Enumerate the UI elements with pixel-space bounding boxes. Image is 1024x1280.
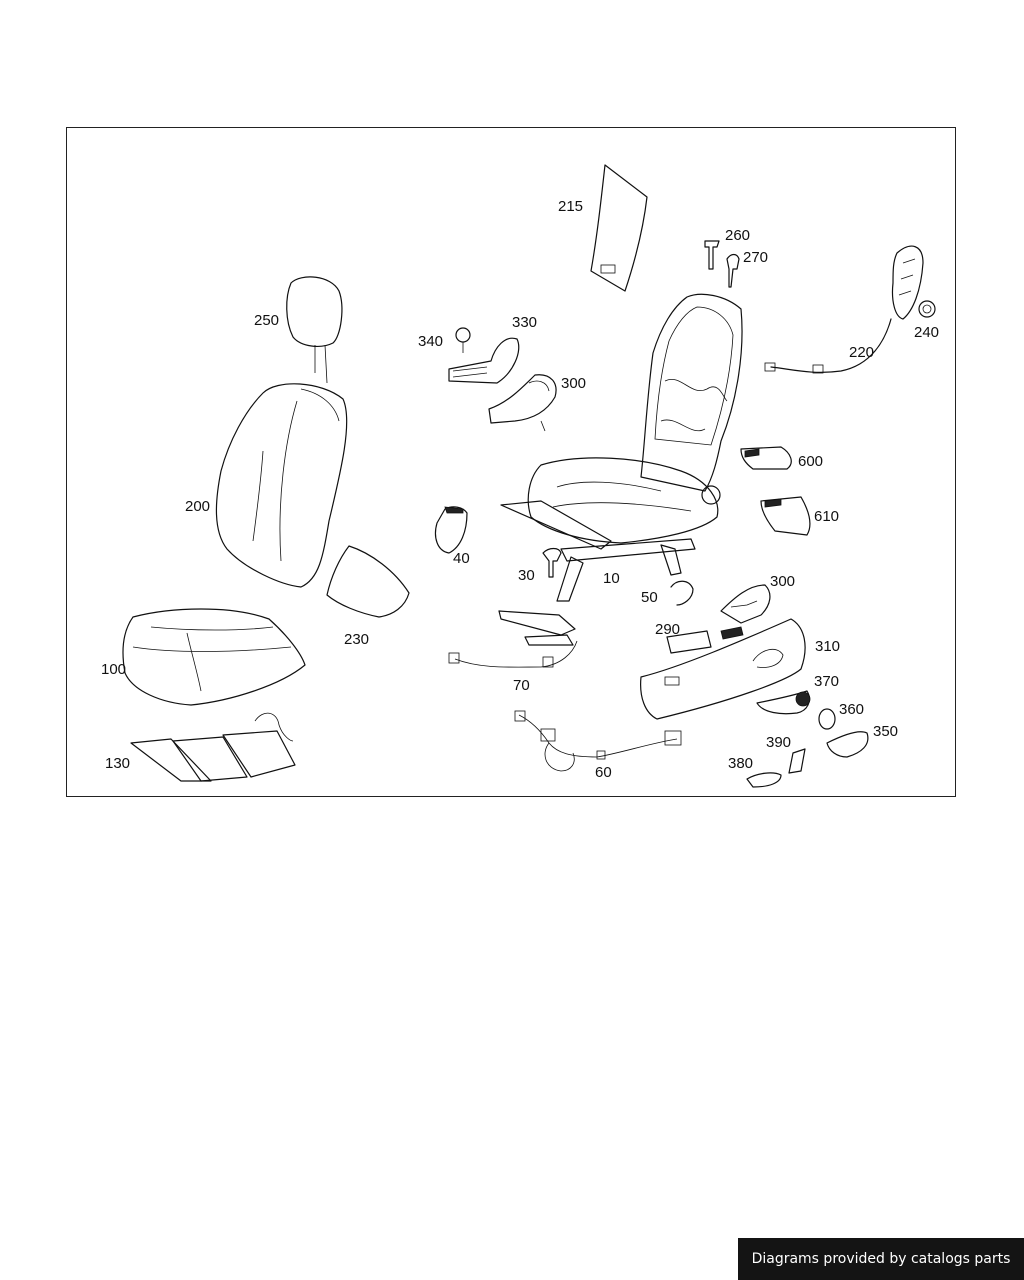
- cover-300-lower: [720, 584, 771, 624]
- callout-600: 600: [798, 453, 823, 470]
- callout-215: 215: [558, 198, 583, 215]
- callout-300-lower: 300: [770, 573, 795, 590]
- callout-340: 340: [418, 333, 443, 350]
- wire-harness-60: [514, 710, 682, 772]
- switch-290: [666, 626, 744, 654]
- headrest-guide-270: [726, 253, 740, 288]
- headrest-guide-260: [704, 240, 720, 270]
- callout-300-upper: 300: [561, 375, 586, 392]
- seat-frame: [500, 293, 743, 602]
- knob-370: [756, 690, 811, 715]
- callout-40: 40: [453, 550, 470, 567]
- nut-240: [918, 300, 936, 318]
- callout-240: 240: [914, 324, 939, 341]
- wire-harness-70: [448, 610, 578, 668]
- knob-340: [455, 327, 471, 353]
- cover-330: [448, 337, 520, 384]
- callout-230: 230: [344, 631, 369, 648]
- callout-390: 390: [766, 734, 791, 751]
- bolt-30: [542, 547, 562, 578]
- seat-parts-diagram: 10 30 40 50 60 70 100 130 200 215 220 23…: [101, 164, 939, 788]
- clip-50: [670, 580, 694, 606]
- callout-10: 10: [603, 570, 620, 587]
- callout-290: 290: [655, 621, 680, 638]
- callout-360: 360: [839, 701, 864, 718]
- callout-130: 130: [105, 755, 130, 772]
- callout-100: 100: [101, 661, 126, 678]
- seat-heater-pad: [130, 712, 296, 782]
- back-panel: [326, 545, 410, 618]
- cover-300-upper: [488, 374, 557, 432]
- handle-350: [826, 731, 869, 758]
- credit-banner: Diagrams provided by catalogs parts: [738, 1238, 1024, 1280]
- trim-40: [434, 506, 468, 554]
- back-board: [590, 164, 648, 292]
- side-airbag: [764, 245, 924, 374]
- callout-310: 310: [815, 638, 840, 655]
- side-shield-310: [640, 618, 806, 720]
- callout-350: 350: [873, 723, 898, 740]
- callout-260: 260: [725, 227, 750, 244]
- callout-380: 380: [728, 755, 753, 772]
- seat-cushion: [122, 608, 306, 706]
- callout-370: 370: [814, 673, 839, 690]
- seat-back-cushion: [215, 383, 348, 588]
- parts-diagram-frame: 10 30 40 50 60 70 100 130 200 215 220 23…: [66, 127, 956, 797]
- callout-70: 70: [513, 677, 530, 694]
- callout-30: 30: [518, 567, 535, 584]
- trim-380: [746, 772, 782, 788]
- callout-60: 60: [595, 764, 612, 781]
- callout-250: 250: [254, 312, 279, 329]
- bracket-600: [740, 446, 792, 470]
- headrest-part: [286, 276, 343, 384]
- callout-220: 220: [849, 344, 874, 361]
- cap-360: [818, 708, 836, 730]
- trim-390: [788, 748, 806, 774]
- callout-270: 270: [743, 249, 768, 266]
- bracket-610: [760, 496, 811, 536]
- callout-200: 200: [185, 498, 210, 515]
- callout-610: 610: [814, 508, 839, 525]
- callout-50: 50: [641, 589, 658, 606]
- callout-330: 330: [512, 314, 537, 331]
